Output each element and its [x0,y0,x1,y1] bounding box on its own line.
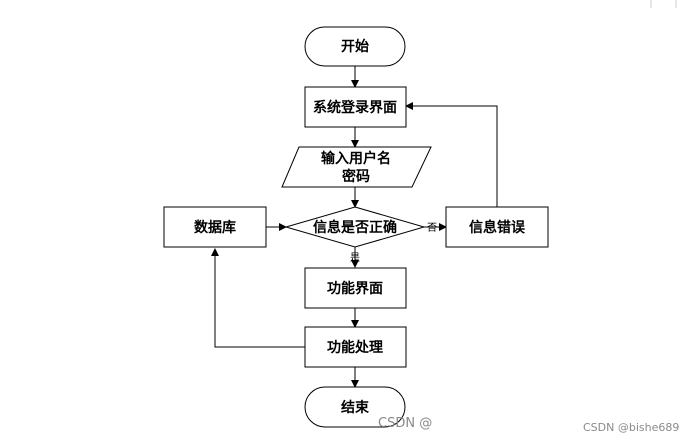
edge-process-database [211,248,305,348]
check-decision [284,206,426,248]
input-label-line2: 密码 [341,168,370,185]
error-label: 信息错误 [469,219,526,236]
edge-label-yes: 是 [350,252,360,264]
end-label: 结束 [341,399,370,416]
function-process-box [304,326,407,368]
error-box [445,206,549,248]
edge-error-login [405,102,498,207]
database-box [163,206,267,248]
watermark-right: CSDN @bishe689 [583,421,679,434]
function-ui-box [304,267,407,309]
input-parallelogram [281,146,432,188]
end-terminal [304,386,406,428]
edge-label-no: 否 [427,222,437,234]
login-box [304,86,407,128]
function-ui-label: 功能界面 [327,280,383,297]
start-label: 开始 [341,38,369,55]
function-process-label: 功能处理 [327,339,383,356]
check-label: 信息是否正确 [313,219,397,236]
input-label-line1: 输入用户名 [321,150,391,167]
login-label: 系统登录界面 [313,99,397,116]
start-terminal [304,26,406,67]
database-label: 数据库 [194,219,236,236]
watermark-center: CSDN @ [378,416,432,431]
